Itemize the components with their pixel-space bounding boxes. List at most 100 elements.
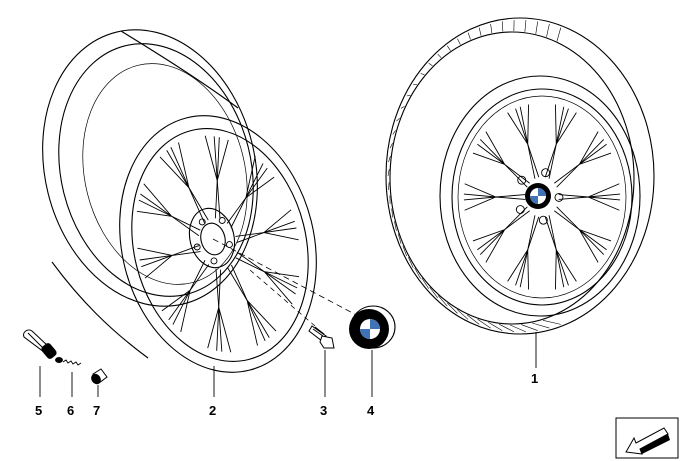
tread-mark [542, 319, 561, 325]
leader-lines [39, 332, 537, 397]
tread-mark [498, 323, 515, 333]
rim-drawing [42, 29, 317, 373]
part-number-3: 3 [320, 403, 327, 418]
tread-mark [488, 321, 503, 331]
assembly-line [212, 238, 363, 319]
tread-mark [420, 73, 425, 76]
tread-mark [408, 256, 414, 268]
spoke [472, 143, 528, 188]
tread-mark [414, 267, 421, 279]
wheel-bolt [541, 168, 551, 178]
spoke [172, 264, 210, 333]
tread-mark [467, 32, 471, 40]
spoke [137, 245, 200, 261]
spoke [231, 264, 277, 338]
arrow-corner-icon [615, 417, 679, 459]
tread-mark [388, 155, 391, 163]
spoke [463, 183, 526, 198]
tread-mark [437, 295, 448, 307]
spoke [472, 206, 528, 251]
part-number-1: 1 [531, 371, 538, 386]
tread-mark [466, 314, 480, 325]
spoke [519, 104, 540, 178]
bolt-hole [198, 218, 206, 226]
tread-mark [421, 277, 430, 289]
spoke [556, 143, 612, 188]
bolt-hole [218, 217, 226, 224]
tread-mark [477, 318, 491, 329]
spoke [548, 108, 577, 179]
tread-mark [387, 169, 390, 177]
wheel-bolt [515, 205, 525, 214]
tread-mark [406, 94, 411, 97]
rim-spokes [136, 135, 300, 353]
tread-mark [478, 27, 482, 36]
spoke [507, 108, 536, 179]
spoke [544, 104, 565, 178]
tread-mark [389, 142, 393, 149]
spoke [507, 215, 536, 286]
tread-mark [437, 53, 442, 58]
tread-mark [388, 182, 390, 191]
bmw-roundel-icon [525, 183, 551, 209]
tread-mark [402, 245, 407, 257]
tread-mark [521, 324, 538, 331]
spoke [544, 216, 565, 290]
wheel-bolts [515, 168, 564, 225]
spoke [479, 131, 530, 184]
bolt-hole [225, 241, 233, 249]
wheel-bolt [538, 215, 548, 225]
tread-mark [396, 117, 400, 122]
spoke [558, 196, 621, 211]
tread-mark [490, 23, 493, 34]
spoke [519, 216, 540, 290]
part-number-4: 4 [367, 403, 375, 418]
rim-bolt-holes [193, 217, 233, 265]
tread-mark [501, 21, 504, 32]
tread-mark [429, 287, 438, 299]
spoke [170, 142, 209, 221]
spoke [140, 183, 201, 231]
spoke [558, 183, 621, 198]
tread-mark [532, 322, 550, 329]
tread-mark [397, 233, 402, 244]
wheel-spokes [463, 104, 621, 290]
part-number-7: 7 [93, 403, 100, 418]
tread-mark [400, 106, 405, 109]
tread-mark [546, 23, 550, 37]
spoke [479, 210, 530, 263]
tread-mark [524, 20, 527, 32]
spoke [236, 227, 299, 243]
spoke [204, 135, 218, 219]
spoke [554, 131, 605, 184]
spoke [236, 251, 300, 289]
spoke [216, 137, 229, 220]
tread-mark [392, 130, 396, 135]
tread-mark [394, 221, 397, 231]
part-number-5: 5 [35, 403, 42, 418]
spoke [218, 269, 232, 353]
part-number-6: 6 [67, 403, 74, 418]
spoke [235, 257, 296, 305]
tread-mark [428, 62, 433, 67]
spoke [556, 206, 612, 251]
wheel-bolt [517, 175, 527, 185]
bolt-hole [210, 257, 218, 265]
bolt-hole [193, 243, 201, 251]
spoke [161, 260, 206, 321]
tire-tread [387, 20, 562, 333]
spoke [227, 267, 266, 346]
spoke [548, 215, 577, 286]
tread-mark [535, 21, 539, 34]
tread-mark [457, 38, 461, 45]
assembly-line-bolt [249, 269, 316, 327]
spoke [207, 268, 220, 351]
tread-mark [391, 208, 394, 218]
valve-drawing [23, 329, 57, 359]
spoke [554, 210, 605, 263]
wheel-with-tire-drawing [385, 17, 655, 335]
part-number-2: 2 [209, 403, 216, 418]
tread-mark [447, 45, 451, 51]
